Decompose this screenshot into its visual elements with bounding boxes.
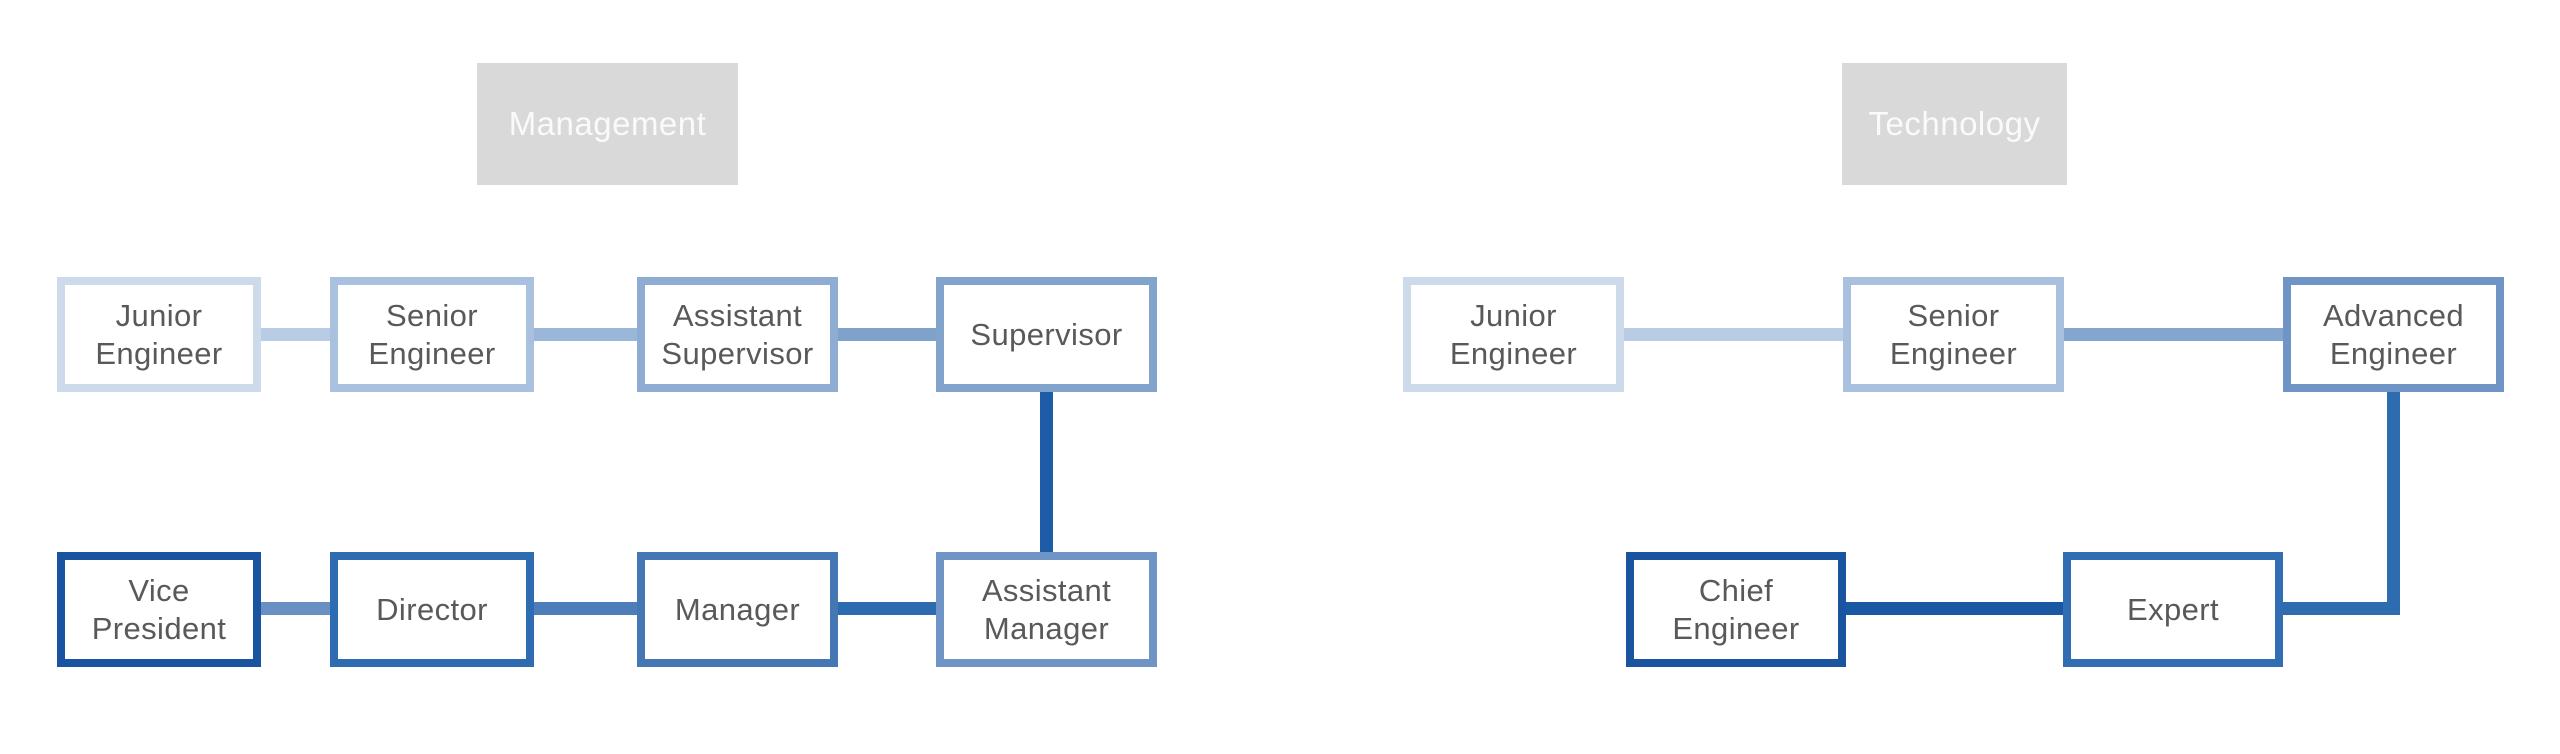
management-node-senior-engineer: Senior Engineer	[330, 277, 534, 392]
technology-node-expert: Expert	[2063, 552, 2283, 667]
management-node-supervisor-label: Supervisor	[970, 316, 1123, 352]
technology-connector-advanced-engineer-to-expert	[2387, 392, 2400, 615]
technology-node-expert-label: Expert	[2127, 591, 2219, 627]
technology-connector-advanced-engineer-to-expert	[2283, 602, 2400, 615]
technology-node-advanced-engineer-label: Advanced Engineer	[2322, 297, 2465, 371]
management-node-junior-engineer: Junior Engineer	[57, 277, 261, 392]
technology-node-chief-engineer-label: Chief Engineer	[1672, 572, 1800, 646]
technology-node-junior-engineer-label: Junior Engineer	[1449, 297, 1578, 371]
technology-node-chief-engineer: Chief Engineer	[1626, 552, 1846, 667]
management-node-assistant-supervisor: Assistant Supervisor	[637, 277, 838, 392]
management-connector-manager-to-director	[534, 602, 637, 615]
management-connector-supervisor-to-assistant-manager	[1040, 392, 1053, 552]
management-connector-junior-engineer-to-senior-engineer	[261, 328, 330, 341]
management-node-director: Director	[330, 552, 534, 667]
management-node-vice-president: Vice President	[57, 552, 261, 667]
management-node-supervisor: Supervisor	[936, 277, 1157, 392]
management-node-assistant-manager: Assistant Manager	[936, 552, 1157, 667]
technology-connector-senior-engineer-to-advanced-engineer	[2064, 328, 2283, 341]
management-connector-senior-engineer-to-assistant-supervisor	[534, 328, 637, 341]
management-node-senior-engineer-label: Senior Engineer	[368, 297, 496, 371]
management-node-vice-president-label: Vice President	[91, 572, 227, 646]
management-node-assistant-manager-label: Assistant Manager	[981, 572, 1112, 646]
management-connector-assistant-supervisor-to-supervisor	[838, 328, 936, 341]
management-node-assistant-supervisor-label: Assistant Supervisor	[661, 297, 814, 371]
management-node-manager-label: Manager	[674, 591, 801, 627]
management-connector-assistant-manager-to-manager	[838, 602, 936, 615]
management-connector-director-to-vice-president	[261, 602, 330, 615]
management-header: Management	[477, 63, 738, 185]
technology-node-senior-engineer-label: Senior Engineer	[1889, 297, 2018, 371]
management-node-manager: Manager	[637, 552, 838, 667]
management-node-director-label: Director	[376, 591, 488, 627]
technology-node-advanced-engineer: Advanced Engineer	[2283, 277, 2504, 392]
technology-connector-junior-engineer-to-senior-engineer	[1624, 328, 1843, 341]
technology-connector-expert-to-chief-engineer	[1846, 602, 2063, 615]
technology-node-junior-engineer: Junior Engineer	[1403, 277, 1624, 392]
technology-header: Technology	[1842, 63, 2067, 185]
management-node-junior-engineer-label: Junior Engineer	[95, 297, 223, 371]
technology-node-senior-engineer: Senior Engineer	[1843, 277, 2064, 392]
